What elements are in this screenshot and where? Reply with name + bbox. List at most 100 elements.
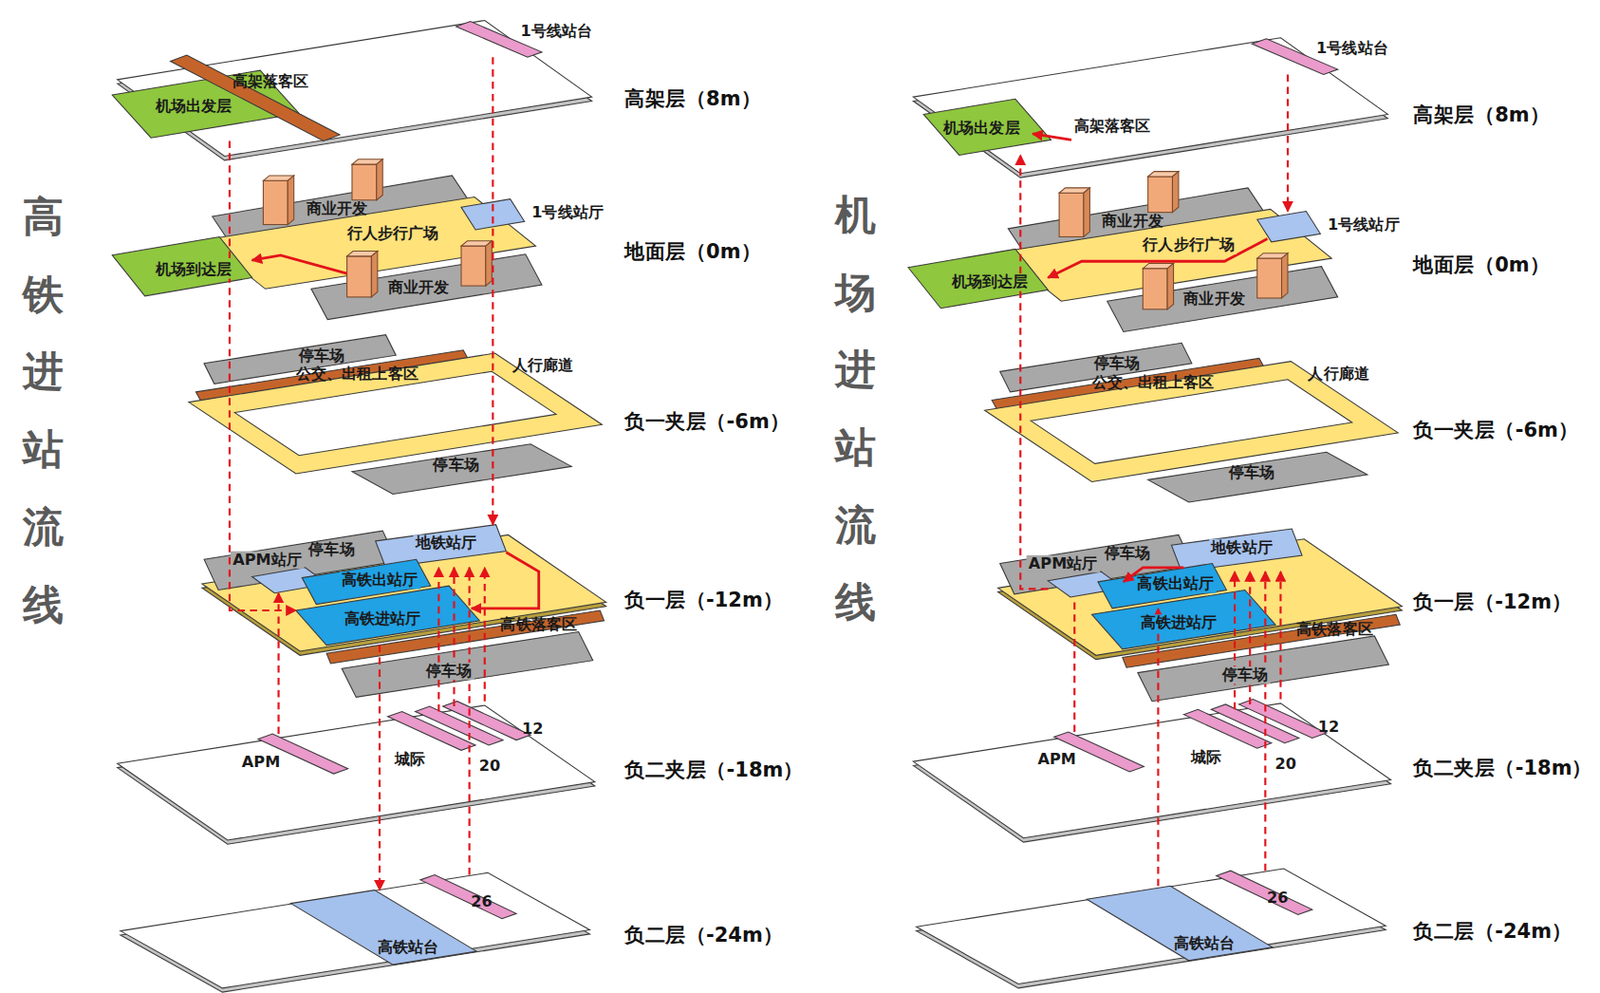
zone-outline: [443, 701, 531, 741]
level-label: 负二层（-24m）: [624, 923, 783, 949]
zone-label: APM: [240, 752, 283, 770]
zone-shape: 26: [420, 874, 517, 918]
zone-fill: [908, 248, 1048, 308]
level-label: 负一层（-12m）: [1413, 590, 1572, 615]
level-label: 高架层（8m）: [624, 86, 762, 112]
level-holder: 负二层（-24m）: [1413, 919, 1572, 945]
zone-label: 20: [477, 756, 503, 774]
zone-fill: [341, 632, 594, 698]
zone-label: 人行廊道: [510, 356, 577, 374]
level-holder: 负二夹层（-18m）: [1413, 756, 1593, 782]
zone-fill: [1107, 266, 1339, 333]
flow-arrow: [1279, 571, 1282, 699]
zone-shape: 停车场: [1148, 451, 1368, 503]
zone-label: 公交、出租上客区: [1089, 372, 1216, 391]
level-holder: 地面层（0m）: [1413, 253, 1550, 279]
zone-shape: 高架落客区: [1056, 104, 1167, 151]
zone-shape: 机场到达层: [111, 236, 252, 296]
title-holder: 高铁进站流线: [22, 177, 64, 643]
zone-shape: 机场到达层: [908, 248, 1048, 308]
level-holder: 负一层（-12m）: [624, 587, 783, 613]
zone-label: 高铁站台: [1171, 933, 1237, 951]
zone-label: 公交、出租上客区: [294, 364, 421, 382]
level-holder: 地面层（0m）: [624, 240, 762, 265]
zone-label: APM站厅: [1026, 554, 1100, 572]
panel-title: 高铁进站流线: [22, 177, 64, 643]
zone-outline: [461, 199, 525, 230]
flow-arrow: [471, 552, 540, 609]
zone-label: 行人步行广场: [344, 223, 441, 242]
zone-label: 地铁站厅: [412, 534, 479, 552]
zone-label: 高铁出站厅: [1134, 575, 1216, 593]
zone-shape: 停车场: [1137, 635, 1390, 702]
zone-shape: 1号线站厅: [461, 199, 525, 230]
zone-label: 26: [468, 892, 495, 910]
zone-label: 停车场: [1219, 666, 1270, 684]
zone-label: 高铁落客区: [1294, 619, 1376, 637]
zone-label: 商业开发: [303, 199, 370, 217]
zone-shape: 停车场: [352, 444, 572, 495]
zone-shape: 1号线站台: [456, 21, 542, 58]
zone-shape: 1号线站厅: [1257, 211, 1321, 242]
zone-label: 20: [1272, 754, 1299, 772]
zone-label: 停车场: [424, 661, 475, 679]
zone-label: 高铁落客区: [498, 615, 579, 633]
level-label: 地面层（0m）: [1413, 253, 1550, 279]
level-label: 负一夹层（-6m）: [624, 409, 790, 434]
zone-fill: [290, 890, 477, 965]
zone-fill: [375, 524, 507, 568]
zone-label: 高架落客区: [1072, 116, 1154, 134]
level-label: 负二夹层（-18m）: [624, 758, 804, 783]
zone-outline: [1216, 870, 1313, 914]
zone-label: APM: [1035, 750, 1079, 768]
zone-fill: [1056, 104, 1167, 151]
zone-fill: [1086, 885, 1273, 960]
zone-label: 机场出发层: [153, 97, 235, 115]
zone-label: 机场出发层: [941, 118, 1023, 136]
zone-fill: [1238, 699, 1326, 739]
zone-shape: 1号线站台: [1251, 38, 1338, 75]
zone-label: 1号线站台: [518, 21, 595, 39]
plane: [117, 20, 1403, 993]
zone-fill: [1171, 528, 1303, 572]
zone-shape: 高铁站台: [290, 890, 477, 965]
zone-fill: [352, 444, 572, 495]
level-label: 负二层（-24m）: [1413, 919, 1572, 945]
level-holder: 负一夹层（-6m）: [624, 409, 790, 434]
zone-fill: [923, 98, 1051, 155]
level-label: 地面层（0m）: [624, 240, 762, 265]
tower-group: [262, 159, 1288, 310]
flow-arrow: [468, 567, 471, 875]
zone-fill: [1257, 211, 1321, 242]
zone-label: 停车场: [1102, 544, 1154, 562]
zone-shape: 商业开发: [1107, 266, 1339, 333]
zone-shape: 高铁站台: [1086, 885, 1273, 960]
title-holder: 机场进站流线: [835, 175, 876, 641]
level-holder: 负二夹层（-18m）: [624, 758, 804, 783]
zone-label: 停车场: [1227, 464, 1278, 482]
zone-label: 人行廊道: [1305, 364, 1372, 382]
zone-fill: [311, 254, 542, 320]
zone-fill: [111, 236, 252, 296]
zone-shape: APM: [258, 733, 349, 774]
zone-label: 1号线站厅: [529, 204, 606, 222]
zone-label: 停车场: [296, 346, 347, 364]
level-label: 负一层（-12m）: [624, 587, 783, 613]
zone-label: 机场到达层: [153, 260, 235, 279]
zone-label: 停车场: [430, 455, 482, 473]
level-holder: 高架层（8m）: [624, 86, 762, 112]
zone-label: 停车场: [1092, 354, 1143, 373]
flow-arrow: [1286, 74, 1289, 211]
panel-title: 机场进站流线: [835, 175, 876, 641]
zone-label: 商业开发: [1181, 290, 1247, 308]
flow-arrow: [277, 593, 280, 734]
zone-fill: [420, 874, 517, 918]
zone-label: 高架落客区: [229, 73, 311, 91]
zone-label: 商业开发: [385, 278, 451, 296]
zone-fill: [1148, 451, 1368, 503]
